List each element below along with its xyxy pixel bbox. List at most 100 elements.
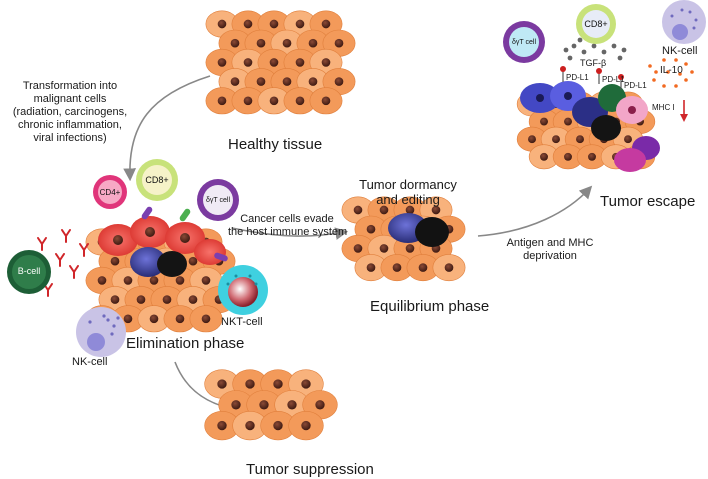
- tissue-nucleus: [418, 263, 428, 272]
- tissue-nucleus: [353, 205, 363, 215]
- arrow-equilibrium-to-escape: [477, 185, 593, 237]
- nk-cell-escape: [662, 0, 706, 44]
- tumor-escape-label: Tumor escape: [600, 193, 696, 210]
- tissue-nucleus: [149, 314, 159, 324]
- tumor-suppression-label: Tumor suppression: [246, 461, 374, 478]
- tissue-nucleus: [564, 117, 572, 126]
- tissue-nucleus: [282, 38, 292, 48]
- tumor-dormancy-line: Tumor dormancy: [359, 177, 457, 192]
- tgf-beta-dot: [591, 43, 597, 49]
- tissue-nucleus: [243, 58, 253, 67]
- il-10-dot: [652, 78, 656, 82]
- il-10-dot: [684, 78, 688, 82]
- tissue-nucleus: [110, 295, 120, 304]
- antigen-mhc-label: Antigen and MHC deprivation: [494, 237, 606, 263]
- tissue-nucleus: [230, 77, 240, 86]
- tissue-nucleus: [379, 205, 389, 215]
- mhc-i-label: MHC I: [652, 103, 675, 112]
- healthy-tissue-cluster: [205, 10, 356, 115]
- gd-t-cell-elimination: [197, 179, 239, 221]
- escape-tumor-cells: [520, 81, 660, 172]
- tissue-nucleus: [540, 117, 548, 126]
- pd-l1-label: PD-L1: [624, 81, 647, 90]
- il-10-dot: [662, 84, 666, 88]
- il-10-dot: [662, 58, 666, 62]
- cancer-evade-line: Cancer cells evade: [240, 213, 334, 225]
- tissue-nucleus: [123, 314, 133, 324]
- tissue-nucleus: [188, 256, 198, 266]
- il-10-dot: [666, 70, 670, 74]
- cd8-cell-escape-label: CD8+: [584, 19, 608, 29]
- transformation-line: viral infections): [33, 132, 107, 144]
- transformation-label: Transformation into malignant cells (rad…: [6, 80, 134, 145]
- tissue-nucleus: [245, 379, 255, 389]
- tissue-nucleus: [136, 295, 146, 304]
- tissue-nucleus: [431, 205, 441, 215]
- tissue-nucleus: [97, 276, 107, 285]
- elimination-phase-label: Elimination phase: [126, 335, 245, 352]
- elimination-tumor-cells: [98, 216, 226, 277]
- tissue-nucleus: [540, 152, 548, 161]
- cancer-evade-line: the host immune system: [228, 226, 348, 238]
- tissue-nucleus: [334, 38, 344, 48]
- tgf-beta-dot: [581, 49, 587, 55]
- transformation-line: chronic inflammation,: [18, 119, 122, 131]
- tumor-dormancy-line: and editing: [376, 192, 440, 207]
- tissue-nucleus: [334, 77, 344, 86]
- healthy-tissue-label: Healthy tissue: [228, 136, 323, 153]
- tumor-nucleus: [113, 235, 123, 245]
- gd-t-cell-escape: [503, 21, 545, 63]
- tissue-nucleus: [295, 58, 305, 67]
- tissue-nucleus: [315, 400, 325, 410]
- il-10-dot: [674, 58, 678, 62]
- tissue-nucleus: [269, 96, 279, 106]
- tissue-nucleus: [273, 420, 283, 431]
- antigen-mhc-line: deprivation: [523, 250, 577, 262]
- tissue-nucleus: [528, 135, 536, 144]
- tissue-nucleus: [175, 276, 185, 285]
- immune-granules: [141, 206, 228, 262]
- tissue-nucleus: [321, 19, 331, 29]
- b-cell-label: B-cell: [17, 266, 41, 276]
- tissue-nucleus: [230, 38, 240, 48]
- gd-t-cell-label: δγT cell: [206, 197, 230, 204]
- nkt-cell: [218, 265, 268, 315]
- cd4-cell: [93, 175, 127, 209]
- il-10-molecules: [648, 58, 694, 88]
- tgf-beta-dot: [621, 47, 627, 53]
- b-cell: [7, 250, 51, 294]
- tissue-nucleus: [231, 400, 241, 410]
- tissue-nucleus: [295, 96, 305, 106]
- transformation-line: (radiation, carcinogens,: [12, 106, 128, 118]
- il-10-dot: [654, 70, 658, 74]
- tgf-beta-molecules: [563, 37, 627, 61]
- il-10-dot: [674, 84, 678, 88]
- tissue-nucleus: [405, 244, 415, 253]
- tgf-beta-label: TGF-β: [580, 58, 607, 68]
- tissue-nucleus: [201, 276, 211, 285]
- tissue-nucleus: [282, 77, 292, 86]
- tissue-nucleus: [366, 263, 376, 272]
- tissue-nucleus: [123, 276, 133, 285]
- nkt-cell-label: NKT-cell: [221, 316, 263, 328]
- pd-l1-label: PD-L1: [602, 75, 625, 84]
- tissue-nucleus: [256, 38, 266, 48]
- tissue-nucleus: [576, 135, 584, 144]
- tissue-nucleus: [243, 96, 253, 106]
- pd-l1-label: PD-L1: [566, 73, 589, 82]
- gd-t-cell-escape-label: δγT cell: [512, 39, 536, 46]
- arrow-healthy-to-elimination: [123, 75, 211, 182]
- tissue-nucleus: [444, 263, 454, 272]
- tissue-nucleus: [245, 420, 255, 431]
- il-10-dot: [690, 70, 694, 74]
- nk-cell-label: NK-cell: [72, 356, 108, 368]
- tumor-nucleus: [145, 227, 155, 237]
- pd-l1-markers: [560, 66, 624, 90]
- black-tumor-cell: [157, 251, 187, 277]
- red-tumor-cell: [194, 239, 226, 265]
- tissue-nucleus: [269, 58, 279, 67]
- tumor-dormancy-label: Tumor dormancy and editing: [358, 177, 458, 207]
- tissue-nucleus: [588, 152, 596, 161]
- nk-cell-escape-label: NK-cell: [662, 45, 698, 57]
